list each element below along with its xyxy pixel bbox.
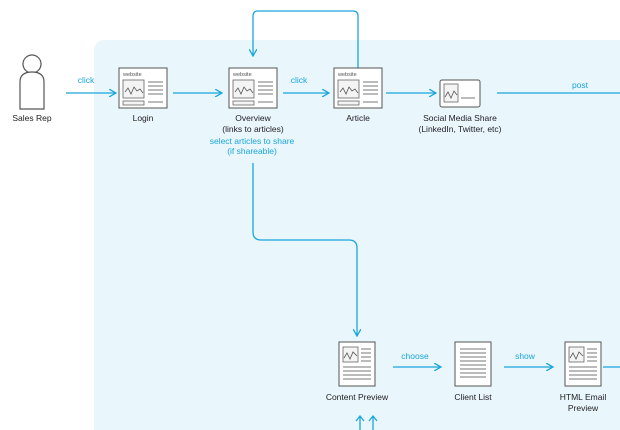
client-list-label: Client List [454, 392, 492, 402]
background-panel [94, 40, 620, 430]
node-article[interactable]: website Article [333, 67, 383, 123]
edge-label-show: show [515, 351, 536, 361]
website-page-icon: website [333, 67, 383, 109]
overview-label: Overview [235, 113, 271, 123]
overview-sublabel: (links to articles) [222, 124, 284, 134]
website-page-icon: website [118, 67, 168, 109]
sales-rep-label: Sales Rep [12, 113, 51, 123]
document-icon [564, 341, 602, 387]
social-sublabel: (LinkedIn, Twitter, etc) [419, 124, 502, 134]
node-html-email-preview[interactable]: HTML Email Preview [560, 341, 607, 413]
person-icon [19, 54, 45, 110]
edge-label-click-login: click [78, 75, 95, 85]
sales-rep-actor[interactable]: Sales Rep [12, 54, 52, 123]
node-login[interactable]: website Login [118, 67, 168, 123]
html-email-label: HTML Email [560, 392, 607, 402]
node-social-media-share[interactable]: Social Media Share (LinkedIn, Twitter, e… [419, 79, 502, 134]
node-client-list[interactable]: Client List [454, 341, 492, 402]
edge-label-choose: choose [401, 351, 429, 361]
login-label: Login [133, 113, 154, 123]
edge-label-select-articles: select articles to share [210, 136, 295, 146]
content-preview-label: Content Preview [326, 392, 389, 402]
html-email-sublabel: Preview [568, 403, 599, 413]
node-overview[interactable]: website Overview (links to articles) [222, 67, 284, 134]
document-icon [338, 341, 376, 387]
svg-text:website: website [337, 72, 357, 78]
node-content-preview[interactable]: Content Preview [326, 341, 389, 402]
svg-text:website: website [122, 72, 142, 78]
edge-label-click-article: click [291, 75, 308, 85]
edge-incoming-1-head [355, 414, 365, 422]
share-card-icon [439, 79, 481, 108]
svg-text:website: website [232, 72, 252, 78]
edge-article-back-overview [253, 10, 359, 68]
article-label: Article [346, 113, 370, 123]
website-page-icon: website [228, 67, 278, 109]
edge-label-post: post [572, 80, 589, 90]
edge-overview-contentpreview [252, 163, 357, 336]
list-document-icon [454, 341, 492, 387]
edge-incoming-2-head [368, 414, 378, 422]
edge-label-if-shareable: (if shareable) [227, 146, 277, 156]
social-label: Social Media Share [423, 113, 497, 123]
